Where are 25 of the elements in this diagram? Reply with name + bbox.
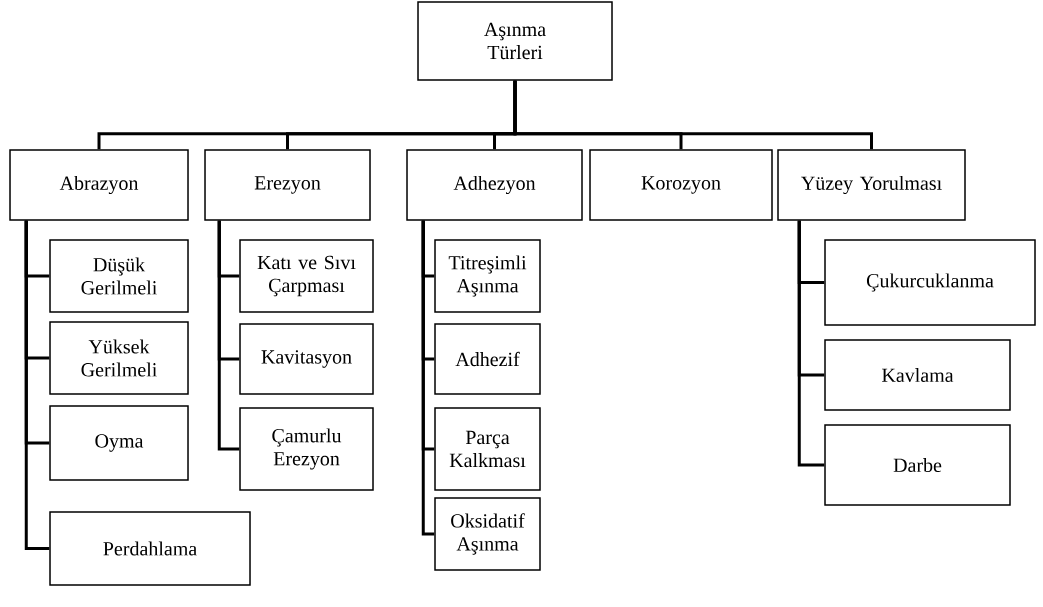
subtype-box: Katı ve Sıvı Çarpması <box>239 239 374 313</box>
subtype-box: Düşük Gerilmeli <box>49 239 189 313</box>
subtype-box: Oyma <box>49 405 189 481</box>
subtype-box: Oksidatif Aşınma <box>434 497 541 571</box>
category-box: Korozyon <box>589 149 773 221</box>
category-box: Yüzey Yorulması <box>777 149 966 221</box>
connector-line <box>217 220 240 451</box>
connector-line <box>513 80 873 150</box>
subtype-box: Adhezif <box>434 323 541 395</box>
category-box: Erezyon <box>204 149 371 221</box>
connector-line <box>24 220 50 550</box>
subtype-box: Yüksek Gerilmeli <box>49 321 189 395</box>
connector-line <box>421 220 435 536</box>
connector-line <box>797 220 825 467</box>
root-box: Aşınma Türleri <box>417 1 613 81</box>
category-box: Adhezyon <box>406 149 583 221</box>
subtype-box: Çukurcuklanma <box>824 239 1036 326</box>
subtype-box: Parça Kalkması <box>434 407 541 491</box>
subtype-box: Perdahlama <box>49 511 251 586</box>
subtype-box: Çamurlu Erezyon <box>239 407 374 491</box>
subtype-box: Titreşimli Aşınma <box>434 239 541 313</box>
subtype-box: Kavlama <box>824 339 1011 411</box>
subtype-box: Kavitasyon <box>239 323 374 395</box>
category-box: Abrazyon <box>9 149 189 221</box>
subtype-box: Darbe <box>824 424 1011 506</box>
